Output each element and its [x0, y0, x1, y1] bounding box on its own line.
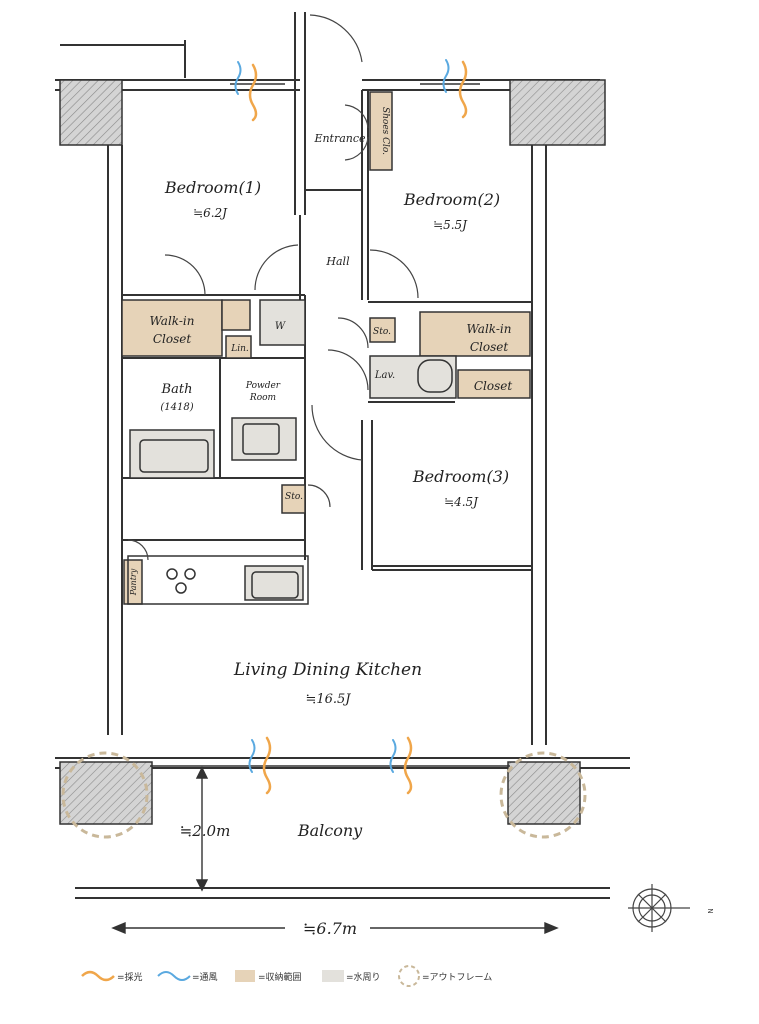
compass-icon — [628, 884, 690, 932]
storage-areas — [121, 91, 531, 605]
bath-line1: Bath — [161, 382, 193, 397]
ldk-name: Living Dining Kitchen — [233, 660, 422, 680]
pantry-label: Pantry — [129, 568, 138, 596]
walkin2-line2: Closet — [470, 340, 509, 354]
bedroom1-name: Bedroom(1) — [164, 178, 261, 197]
entrance-label: Entrance — [313, 132, 366, 145]
linen-label: Lin. — [230, 344, 249, 354]
powder-line1: Powder — [245, 381, 281, 391]
blue-wave-icon — [157, 971, 191, 981]
bedroom3-name: Bedroom(3) — [412, 467, 509, 486]
legend: =採光 =通風 =収納範囲 =水周り =アウトフレーム — [81, 965, 492, 987]
water-swatch-icon — [322, 970, 344, 982]
columns — [59, 79, 606, 825]
orange-wave-icon — [81, 970, 115, 982]
bath-line2: (1418) — [160, 402, 193, 413]
bedroom2-name: Bedroom(2) — [403, 190, 500, 209]
storage2-label: Sto. — [285, 492, 303, 502]
legend-ventilation-label: =通風 — [192, 972, 218, 983]
washer-label: W — [275, 321, 286, 332]
walkin2-line1: Walk-in — [467, 322, 512, 336]
compass-north-label: N — [706, 908, 714, 913]
shoes-closet-label: Shoes Clo. — [380, 107, 390, 155]
ldk-size: ≒16.5J — [305, 692, 351, 707]
fixtures — [127, 359, 453, 605]
width-dimension-label: ≒6.7m — [303, 919, 357, 938]
hall-label: Hall — [325, 255, 350, 268]
daylight-marks — [248, 60, 468, 795]
storage1-label: Sto. — [373, 327, 391, 337]
closet-label: Closet — [474, 379, 513, 393]
balcony-label: Balcony — [297, 821, 363, 840]
storage-swatch-icon — [235, 970, 255, 982]
windows — [150, 83, 510, 767]
legend-storage-label: =収納範囲 — [258, 971, 302, 983]
powder-line2: Room — [249, 393, 276, 403]
bedroom1-size: ≒6.2J — [193, 206, 228, 220]
ventilation-marks — [234, 59, 450, 773]
depth-dimension-label: ≒2.0m — [180, 822, 231, 840]
bedroom3-size: ≒4.5J — [444, 495, 479, 509]
width-dimension — [111, 921, 559, 935]
legend-outframe-label: =アウトフレーム — [422, 972, 492, 983]
bedroom2-size: ≒5.5J — [433, 218, 468, 232]
walkin1-line1: Walk-in — [150, 314, 195, 328]
lavatory-label: Lav. — [374, 370, 395, 381]
legend-daylight-label: =採光 — [117, 971, 143, 983]
depth-dimension — [195, 766, 209, 892]
walkin1-line2: Closet — [153, 332, 192, 346]
outframe-circles — [61, 751, 587, 839]
legend-water-label: =水周り — [346, 971, 381, 983]
door-swings — [127, 14, 419, 561]
dashed-circle-icon — [398, 965, 420, 987]
